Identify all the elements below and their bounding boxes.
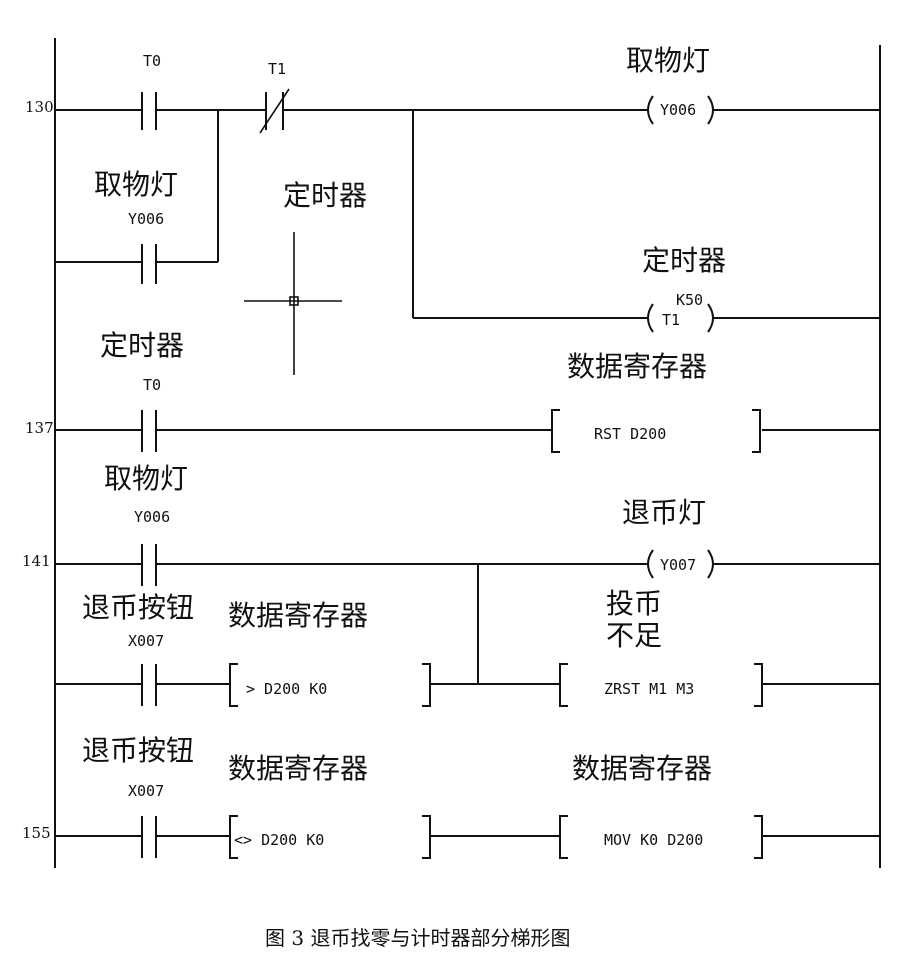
svg-text:<> D200 K0: <> D200 K0 — [234, 831, 324, 849]
svg-text:Y007: Y007 — [660, 556, 696, 574]
coil-y006: Y006 取物灯 — [626, 44, 714, 125]
rung-137: 137 定时器 T0 RST D200 数据寄存器 — [25, 329, 880, 453]
contact-label: 取物灯 — [104, 462, 188, 495]
rung-130: 130 T0 T1 Y006 取物灯 — [25, 44, 880, 375]
coil-label: 定时器 — [642, 244, 726, 277]
contact-x007: 退币按钮 X007 — [82, 734, 194, 858]
svg-text:X007: X007 — [128, 782, 164, 800]
svg-text:Y006: Y006 — [134, 508, 170, 526]
timer-annotation: 定时器 — [283, 179, 367, 212]
svg-text:X007: X007 — [128, 632, 164, 650]
cross-marker-icon — [244, 232, 342, 375]
svg-text:T0: T0 — [143, 52, 161, 70]
rung-number: 130 — [25, 98, 54, 116]
svg-text:MOV K0 D200: MOV K0 D200 — [604, 831, 703, 849]
coil-label: 取物灯 — [626, 44, 710, 77]
coil-label: 退币灯 — [622, 496, 706, 529]
instruction-zrst: ZRST M1 M3 投币 不足 — [559, 587, 763, 707]
instruction-compare: > D200 K0 数据寄存器 — [228, 599, 431, 707]
svg-text:T1: T1 — [662, 311, 680, 329]
rung-number: 141 — [22, 552, 51, 570]
instruction-rst: RST D200 数据寄存器 — [551, 350, 761, 453]
coil-y007: Y007 退币灯 — [622, 496, 714, 579]
instruction-mov: MOV K0 D200 数据寄存器 — [559, 752, 763, 859]
instruction-label: 投币 — [606, 587, 662, 620]
svg-text:ZRST M1 M3: ZRST M1 M3 — [604, 680, 694, 698]
contact-y006: 取物灯 Y006 — [104, 462, 188, 586]
contact-label: 取物灯 — [94, 168, 178, 201]
svg-text:Y006: Y006 — [128, 210, 164, 228]
instruction-compare: <> D200 K0 数据寄存器 — [228, 752, 431, 859]
rung-number: 155 — [22, 824, 51, 842]
svg-text:T0: T0 — [143, 376, 161, 394]
contact-t0: 定时器 T0 — [100, 329, 184, 452]
svg-text:RST D200: RST D200 — [594, 425, 666, 443]
contact-label: 退币按钮 — [82, 734, 194, 767]
contact-x007: 退币按钮 X007 — [82, 591, 194, 706]
contact-label: 定时器 — [100, 329, 184, 362]
rung-155: 155 退币按钮 X007 <> D200 K0 数据寄存器 MOV K0 D2… — [22, 734, 880, 859]
instruction-label: 不足 — [606, 619, 662, 652]
contact-y006-seal: 取物灯 Y006 — [94, 168, 178, 284]
svg-text:K50: K50 — [676, 291, 703, 309]
contact-label: 退币按钮 — [82, 591, 194, 624]
rung-141: 141 取物灯 Y006 Y007 退币灯 退币按钮 X007 — [22, 462, 880, 707]
figure-caption: 图 3 退币找零与计时器部分梯形图 — [265, 926, 570, 950]
instruction-label: 数据寄存器 — [228, 599, 368, 632]
svg-text:T1: T1 — [268, 60, 286, 78]
svg-text:> D200 K0: > D200 K0 — [246, 680, 327, 698]
svg-text:Y006: Y006 — [660, 101, 696, 119]
instruction-label: 数据寄存器 — [567, 350, 707, 383]
instruction-label: 数据寄存器 — [572, 752, 712, 785]
contact-t1-nc: T1 — [259, 60, 290, 134]
instruction-label: 数据寄存器 — [228, 752, 368, 785]
coil-t1-timer: T1 K50 定时器 — [642, 244, 726, 333]
contact-t0: T0 — [141, 52, 161, 130]
rung-number: 137 — [25, 419, 54, 437]
